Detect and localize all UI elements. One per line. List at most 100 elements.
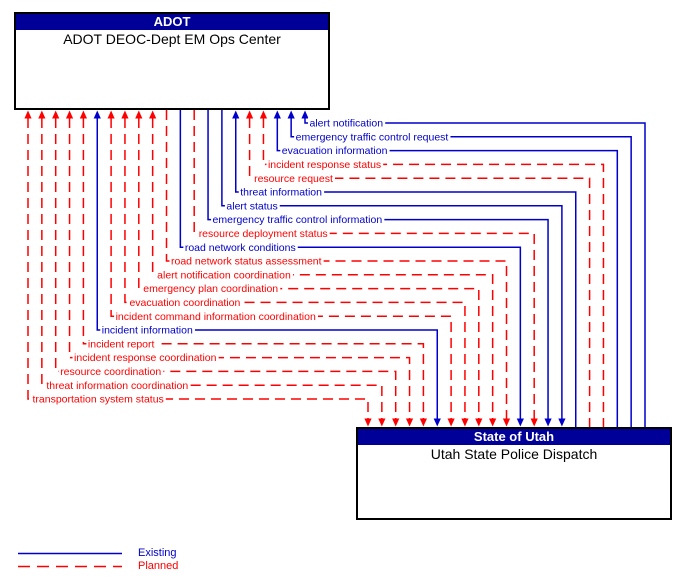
flow-label-backing — [58, 366, 164, 377]
flow-line — [235, 118, 577, 427]
arrowhead-down-icon — [502, 418, 511, 427]
flow-emergency-traffic-control-information: emergency traffic control information — [207, 110, 552, 427]
flow-label-backing — [114, 310, 318, 322]
flow-line — [27, 118, 369, 419]
flow-label: emergency traffic control information — [213, 214, 383, 226]
arrowhead-down-icon — [544, 418, 552, 427]
adot-box-title: ADOT — [153, 14, 191, 29]
flow-line — [151, 118, 494, 419]
flow-label: incident report — [88, 338, 155, 350]
arrowhead-down-icon — [489, 418, 497, 427]
flow-label: threat information coordination — [46, 380, 188, 392]
flow-evacuation-information: evacuation information — [273, 110, 619, 427]
flow-line — [41, 118, 383, 419]
flow-label: alert notification — [310, 118, 384, 130]
flow-road-network-status-assessment: road network status assessment — [165, 110, 511, 427]
arrowhead-down-icon — [461, 418, 469, 427]
flow-incident-report: incident report — [79, 110, 427, 427]
flow-label-backing — [266, 159, 384, 170]
arrowhead-up-icon — [287, 110, 295, 119]
flow-emergency-plan-coordination: emergency plan coordination — [135, 110, 483, 427]
flow-label-backing — [169, 255, 324, 267]
flow-label: evacuation coordination — [129, 297, 240, 309]
arrowhead-up-icon — [301, 110, 309, 119]
arrowhead-down-icon — [405, 418, 414, 427]
flow-label-backing — [31, 393, 166, 405]
arrowhead-down-icon — [378, 418, 386, 427]
flow-label: emergency plan coordination — [143, 283, 278, 295]
arrowhead-up-icon — [52, 110, 60, 119]
arrowhead-down-icon — [364, 418, 372, 427]
flow-line — [82, 118, 425, 419]
flow-label: threat information — [240, 187, 322, 199]
flow-resource-coordination: resource coordination — [52, 110, 400, 427]
arrowhead-up-icon — [259, 110, 268, 119]
arrowhead-down-icon — [419, 418, 427, 427]
flow-label: incident response coordination — [74, 352, 217, 364]
flow-label: emergency traffic control request — [296, 131, 449, 143]
arrowhead-down-icon — [447, 418, 455, 427]
flow-label: incident command information coordinatio… — [116, 311, 316, 323]
arrowhead-down-icon — [433, 418, 441, 427]
flow-label: resource deployment status — [199, 228, 328, 240]
adot-box-name: ADOT DEOC-Dept EM Ops Center — [63, 31, 281, 47]
flow-label: incident response status — [268, 159, 381, 171]
arrowhead-up-icon — [121, 110, 129, 119]
flow-label: incident information — [102, 325, 193, 337]
flow-resource-deployment-status: resource deployment status — [193, 110, 538, 427]
flow-label: road network status assessment — [171, 256, 322, 268]
flow-label-backing — [211, 214, 385, 226]
flow-incident-response-coordination: incident response coordination — [65, 110, 414, 427]
arrowhead-down-icon — [558, 418, 566, 427]
flow-line — [96, 118, 438, 419]
flow-label-backing — [127, 297, 243, 308]
arrowhead-up-icon — [246, 110, 254, 119]
flow-line — [290, 118, 632, 427]
flow-line — [221, 110, 563, 419]
flow-alert-notification: alert notification — [301, 110, 646, 427]
flow-label: transportation system status — [33, 394, 164, 406]
arrowhead-up-icon — [79, 110, 87, 119]
flow-label-backing — [72, 352, 219, 364]
flow-incident-command-information-coordination: incident command information coordinatio… — [107, 110, 455, 427]
flow-threat-information: threat information — [232, 110, 577, 427]
arrowhead-up-icon — [135, 110, 143, 119]
adot-box: ADOT ADOT DEOC-Dept EM Ops Center — [14, 12, 330, 110]
legend-lines — [18, 552, 122, 568]
flow-line — [138, 118, 480, 419]
adot-box-header: ADOT — [16, 14, 328, 30]
arrowhead-down-icon — [392, 418, 400, 427]
flow-label-backing — [44, 379, 191, 391]
flow-label-backing — [252, 172, 335, 184]
flow-threat-information-coordination: threat information coordination — [38, 110, 386, 427]
flow-evacuation-coordination: evacuation coordination — [121, 110, 469, 427]
arrowhead-down-icon — [530, 418, 538, 427]
flow-label: alert status — [226, 200, 277, 212]
flow-line — [193, 110, 535, 419]
flow-line — [179, 110, 522, 419]
flow-line — [248, 118, 591, 427]
flow-label-backing — [100, 324, 195, 336]
flow-label-backing — [183, 241, 298, 253]
flow-label: alert notification coordination — [157, 269, 291, 281]
flow-label-backing — [294, 131, 451, 143]
arrowhead-up-icon — [149, 110, 157, 119]
utah-box-title: State of Utah — [473, 429, 555, 444]
flow-alert-notification-coordination: alert notification coordination — [149, 110, 497, 427]
flow-incident-information: incident information — [93, 110, 441, 427]
flow-label-backing — [224, 200, 280, 212]
arrowhead-up-icon — [24, 110, 32, 119]
flow-label-backing — [280, 145, 390, 157]
legend-planned-label: Planned — [138, 560, 179, 572]
flow-line — [276, 118, 619, 427]
flow-line — [124, 118, 466, 419]
utah-box-header: State of Utah — [358, 429, 670, 445]
utah-box: State of Utah Utah State Police Dispatch — [356, 427, 672, 520]
arrowhead-up-icon — [273, 110, 281, 119]
flow-emergency-traffic-control-request: emergency traffic control request — [287, 110, 632, 427]
flow-line — [165, 110, 508, 419]
arrowhead-up-icon — [38, 110, 46, 119]
flow-line — [304, 118, 646, 427]
